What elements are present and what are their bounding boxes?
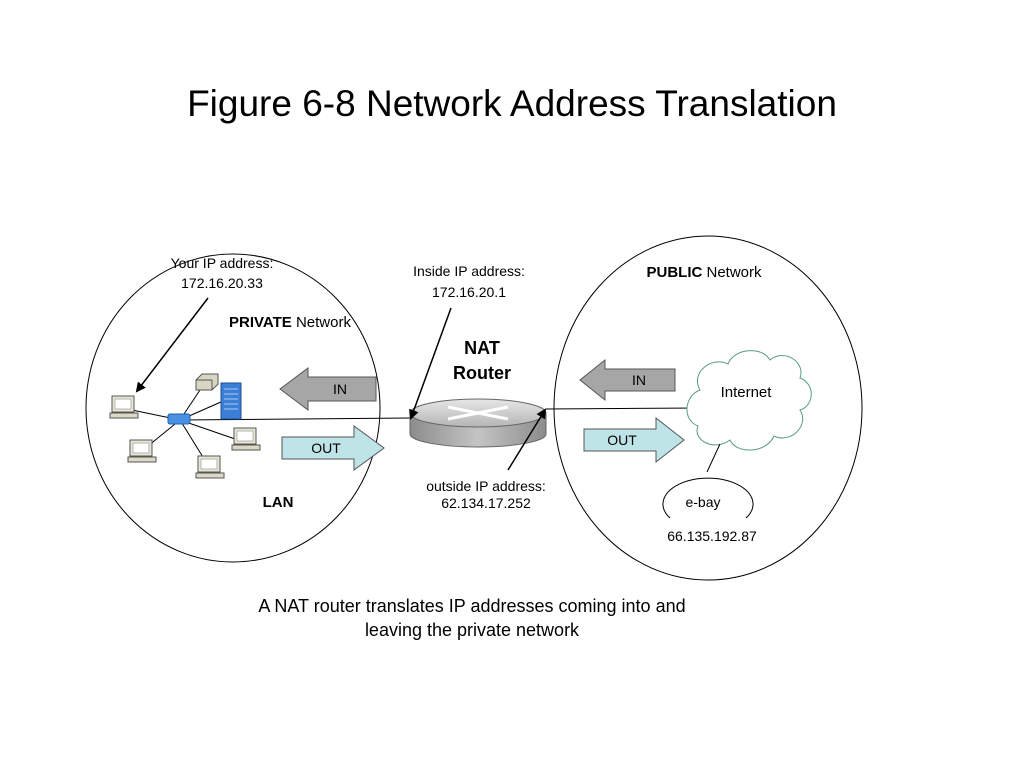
lan-label: LAN [263,494,294,511]
your-ip-label: Your IP address: [171,255,274,271]
router-name-line2: Router [453,363,511,383]
caption-line-2: leaving the private network [364,620,580,640]
public-in-arrow: IN [579,358,676,402]
link-lan-to-router [179,417,411,421]
ebay-node: e-bay 66.135.192.87 [662,477,757,544]
computer-icon [109,395,139,419]
private-out-arrow: OUT [281,425,385,471]
link-router-to-internet [545,407,701,410]
internet-label: Internet [721,384,773,401]
ebay-label: e-bay [685,494,720,510]
public-network-circle [553,235,863,581]
public-in-label: IN [632,372,646,388]
server-icon [220,382,242,420]
private-network-label: PRIVATE Network [229,314,351,331]
public-out-label: OUT [607,432,637,448]
pointer-outside-ip [507,408,547,471]
private-out-label: OUT [311,440,341,456]
computer-icon [127,439,157,463]
computer-icon [195,455,225,479]
printer-icon [195,373,219,391]
caption-line-1: A NAT router translates IP addresses com… [258,596,686,616]
switch-icon [167,413,191,425]
private-in-arrow: IN [279,367,377,411]
internet-cloud: Internet [686,350,812,451]
public-out-arrow: OUT [583,416,685,464]
ebay-ip: 66.135.192.87 [667,528,757,544]
page-title: Figure 6-8 Network Address Translation [187,83,837,124]
link-internet-to-ebay [706,443,721,473]
outside-ip-label: outside IP address: [426,478,546,494]
your-ip-value: 172.16.20.33 [181,275,263,291]
private-network-circle [85,253,381,563]
pointer-your-ip [135,297,209,393]
private-in-label: IN [333,381,347,397]
diagram-caption: A NAT router translates IP addresses com… [212,594,732,642]
public-network-label: PUBLIC Network [646,264,762,281]
pointer-inside-ip [409,307,452,420]
outside-ip-value: 62.134.17.252 [441,495,531,511]
inside-ip-label: Inside IP address: [413,263,525,279]
router-name-line1: NAT [464,338,500,358]
computer-icon [231,427,261,451]
router-icon [409,398,547,448]
inside-ip-value: 172.16.20.1 [432,284,506,300]
